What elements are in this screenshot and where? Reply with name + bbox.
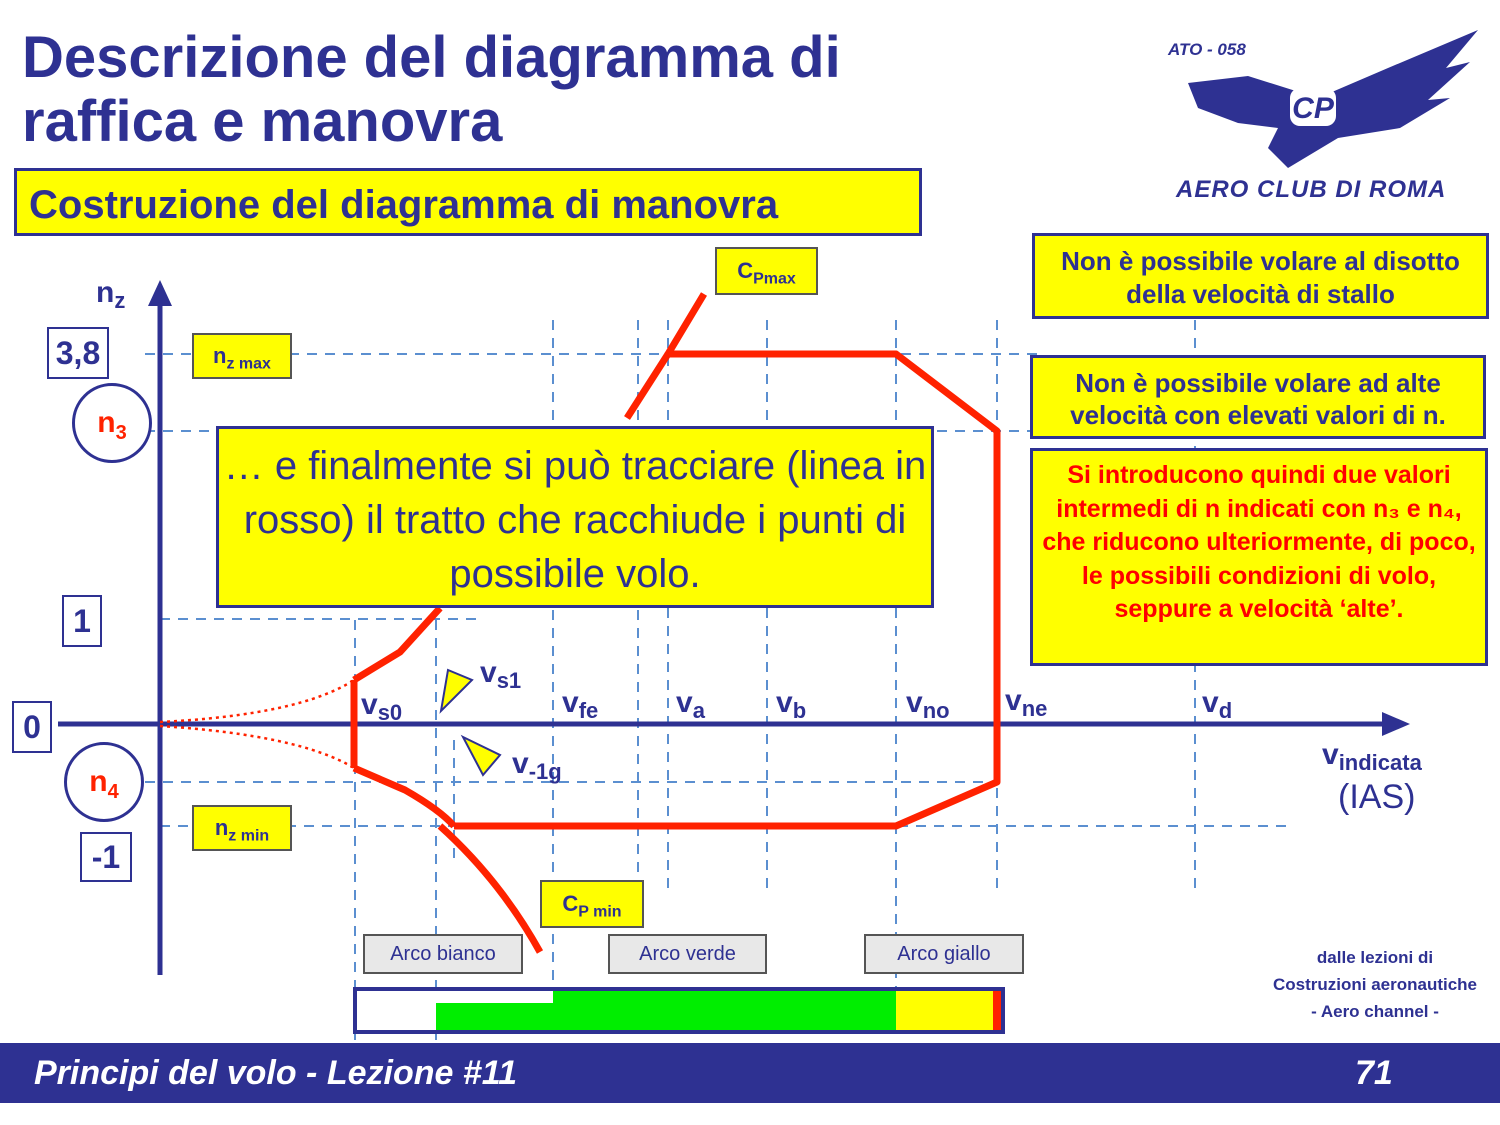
y-tick-nmax: 3,8 [47,327,109,379]
yellow-arc [896,991,993,1030]
n3-circle: n3 [72,383,152,463]
speed-label-vs0: vs0 [361,688,403,725]
logo-code: ATO - 058 [1168,40,1246,59]
speed-label-v-1g: v-1g [512,747,562,784]
positive-stall-curve [159,678,355,724]
note-high-speed: Non è possibile volare ad alte velocità … [1030,355,1486,439]
page-title: Descrizione del diagramma di raffica e m… [22,25,841,154]
arc-yellow-label: Arco giallo [864,934,1024,974]
x-axis-unit: (IAS) [1338,778,1416,816]
speed-label-vfe: vfe [562,686,599,723]
logo-club-name: AERO CLUB DI ROMA [1176,176,1447,203]
nz-max-tag: nz max [192,333,292,379]
green-arc [553,991,896,1030]
credits-line: Costruzioni aeronautiche [1272,975,1478,994]
envelope-line [350,292,1001,954]
note-intermediate-values: Si introducono quindi due valori interme… [1030,448,1488,666]
credits: dalle lezioni di Costruzioni aeronautich… [1258,944,1492,1025]
x-axis-label: vindicata [1322,738,1422,775]
callout-box: … e finalmente si può tracciare (linea i… [216,426,934,608]
v-1g-marker [460,734,502,777]
nz-min-tag: nz min [192,805,292,851]
y-tick-zero: 0 [12,701,52,753]
credits-line: - Aero channel - [1311,1002,1439,1021]
x-axis-arrow [1382,712,1410,736]
speed-label-vs1: vs1 [480,656,522,693]
y-axis-label: nz [96,276,126,313]
note-stall-speed: Non è possibile volare al disotto della … [1032,233,1489,319]
red-line [993,991,1001,1030]
speed-label-vb: vb [776,686,807,723]
logo-emblem-text: CP [1292,92,1335,125]
arc-white-label: Arco bianco [363,934,523,974]
eagle-logo: CP [1188,30,1478,168]
footer-lesson-title: Principi del volo - Lezione #11 [34,1054,518,1092]
negative-stall-curve [159,724,355,770]
speed-label-va: va [676,686,705,723]
n4-circle: n4 [64,742,144,822]
credits-line: dalle lezioni di [1316,948,1434,967]
green-arc-low [436,1003,556,1030]
page-number: 71 [1355,1054,1393,1092]
y-axis-arrow [148,280,172,306]
cp-max-tag: CPmax [715,247,818,295]
section-subtitle: Costruzione del diagramma di manovra [14,168,922,236]
speed-label-vd: vd [1202,686,1233,723]
speed-label-vno: vno [906,686,950,723]
vs1-marker [439,668,474,714]
arc-green-label: Arco verde [608,934,767,974]
y-tick-minus-one: -1 [80,832,132,882]
cp-min-tag: CP min [540,880,644,928]
y-tick-one: 1 [62,595,102,647]
speed-label-vne: vne [1005,684,1048,721]
footer-bar [0,1043,1500,1103]
